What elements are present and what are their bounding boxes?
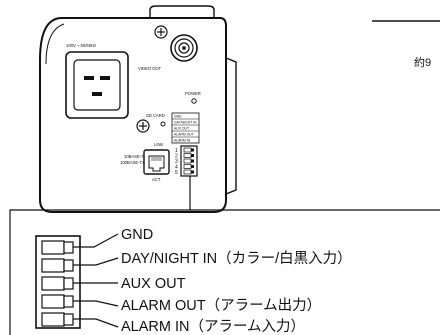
terminal-small-label: ALARM IN: [174, 139, 191, 143]
sd-card-label: SD CARD: [146, 113, 165, 118]
video-out-label: VIDEO OUT: [138, 66, 161, 71]
terminal-small-label: GND: [174, 115, 182, 119]
top-screw-icon: [154, 25, 168, 39]
power-led-label: POWER: [185, 91, 201, 96]
terminal-block-large: [35, 235, 81, 329]
callout-leader-line: [9, 176, 191, 335]
terminal-small-label-box: GND DAY/NIGHT IN AUX OUT ALARM OUT ALARM…: [171, 112, 200, 144]
camera-top-housing: [149, 5, 215, 18]
terminal-label-alarm-in: ALARM IN（アラーム入力）: [121, 318, 305, 335]
terminal-label-aux-out: AUX OUT: [121, 276, 186, 292]
sd-card-led-icon: [160, 121, 166, 127]
ac-inlet: [65, 51, 129, 119]
terminal-block-small: [180, 145, 198, 177]
ethernet-label-line2: 100BASE-TX: [120, 160, 145, 165]
camera-side-flange: [225, 57, 237, 195]
terminal-number: 5: [175, 170, 178, 176]
power-rating-label: 100V ~ 50/60Hz: [66, 43, 96, 48]
link-label: LINK: [154, 142, 164, 147]
terminal-label-alarm-out: ALARM OUT（アラーム出力）: [121, 297, 321, 314]
terminal-label-gnd: GND: [121, 227, 153, 243]
middle-screw-icon: [136, 119, 150, 133]
terminal-number: 2: [175, 154, 178, 160]
camera-rear-panel: 100V ~ 50/60Hz VIDEO OUT POWER: [39, 5, 237, 213]
video-out-connector: [170, 34, 198, 62]
terminal-small-label: DAY/NIGHT IN: [174, 121, 197, 125]
camera-left-edge: [45, 23, 65, 65]
terminal-leader-lines: [73, 233, 119, 328]
terminal-small-label: AUX OUT: [174, 127, 189, 131]
terminal-small-label: ALARM OUT: [174, 133, 194, 137]
terminal-number: 4: [175, 165, 178, 171]
terminal-label-day-night-in: DAY/NIGHT IN（カラー/白黒入力）: [121, 250, 352, 267]
power-led-icon: [191, 98, 197, 104]
ethernet-port: [143, 149, 170, 175]
act-label: ACT: [152, 177, 161, 182]
ethernet-label-line1: 10BASE-T/: [124, 154, 146, 159]
terminal-number: 3: [175, 159, 178, 165]
side-dimension-text: 約9: [414, 55, 431, 69]
terminal-number: 1: [175, 148, 178, 154]
